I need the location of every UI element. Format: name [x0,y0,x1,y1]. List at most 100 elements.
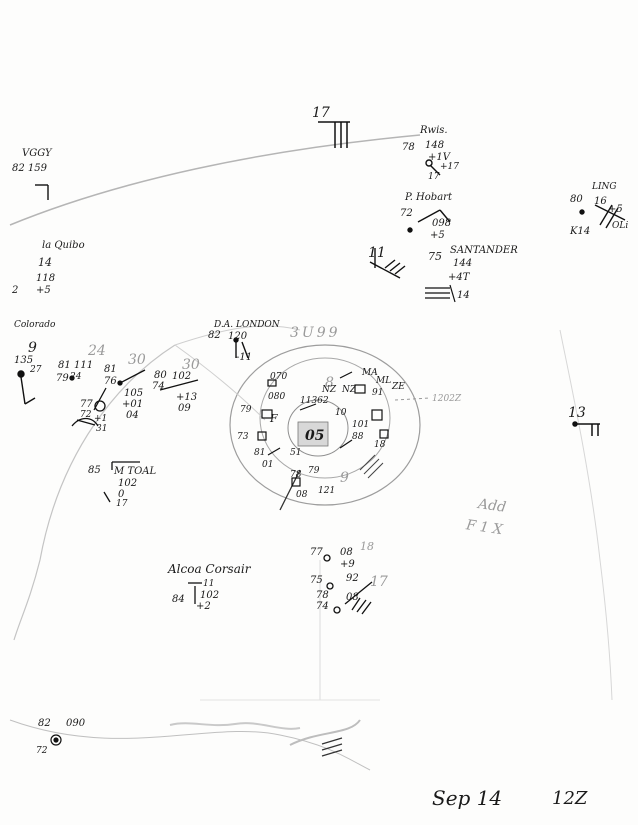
station-colorado-name: Colorado [14,320,56,330]
wind-barb-top [318,121,350,148]
storm-label-2: 080 [268,392,286,402]
west-val-t: 9 [28,340,37,356]
storm-track-west [174,344,266,421]
station-rwis-val1: 148 [425,140,445,151]
station-corsair-name: Alcoa Corsair [168,562,251,576]
storm-label-21: 88 [352,432,364,442]
south-val-b: 08 [340,547,353,558]
south-val-h: 74 [316,601,329,612]
station-bottom-left-symbol [50,734,62,746]
storm-label-6: 79 [240,405,252,415]
station-rwis-val2: +1V [428,152,450,163]
storm-label-0: 070 [270,372,288,382]
coastline-upper [9,134,421,226]
station-hobart-name: P. Hobart [405,192,452,203]
west-val-n: 102 [172,371,192,382]
station-london-val1: 120 [228,331,248,342]
station-mtoal-symbol [103,461,140,503]
coastline-mid [174,325,301,346]
station-rwis-low: 17 [428,172,440,182]
west-val-h: 76 [104,376,117,387]
storm-label-18: MA [362,368,378,378]
station-rwis-symbol [425,159,441,176]
storm-label-3: 11362 [300,396,329,406]
west-val-w: 30 [182,357,200,373]
station-rwis-name: Rwis. [420,125,448,136]
west-val-m: 74 [152,381,165,392]
west-val-a: 135 [14,355,34,366]
west-val-r: 72 [80,410,92,420]
station-santander-name: SANTANDER [450,245,518,256]
bottom-left-val-a: 82 [38,718,51,729]
station-corsair-val2: 102 [200,590,220,601]
station-corsair-val3: +2 [196,601,211,612]
storm-eye-shading [297,421,329,447]
storm-label-5: F [270,412,278,425]
storm-center-value: 05 [305,428,325,444]
station-ling-temp: 80 [570,194,583,205]
west-val-i: 105 [124,388,144,399]
west-val-u: 24 [88,343,106,359]
wind-barb-right [572,421,600,436]
station-santander-val3: 14 [457,290,470,301]
west-val-x: 31 [96,424,108,434]
coastline-bottom [9,719,371,771]
station-colorado-symbol [17,370,36,405]
storm-label-9: 01 [262,460,274,470]
station-hobart-symbol [407,209,451,233]
station-laquibo-name: la Quibo [42,240,85,251]
station-vggy-values: 82 159 [12,163,47,174]
station-santander-temp: 75 [428,250,442,263]
south-val-i: 08 [346,592,359,603]
station-bottom-right-symbol [321,737,343,757]
west-val-e: 111 [74,360,94,371]
south-val-f: 92 [346,573,359,584]
storm-label-10: 51 [290,448,302,458]
storm-label-7: 73 [237,432,249,442]
station-ling-val3: OLi [612,221,629,231]
station-santander-val1: 144 [453,258,473,269]
storm-label-12: 79 [308,466,320,476]
storm-label-13: NZ [342,385,357,395]
south-val-a: 77 [310,547,323,558]
wind-barb-santander [369,248,406,279]
storm-label-17: 9 [340,470,349,486]
wind-label-santander-barb: 11 [368,245,386,261]
west-val-g: 81 [104,364,117,375]
south-val-j: 17 [370,574,388,590]
station-vggy-name: VGGY [22,148,52,159]
south-val-e: 75 [310,575,323,586]
storm-time: 1202Z [432,394,462,404]
station-south-symbols [323,554,373,615]
storm-label: 3U99 [290,325,341,341]
west-val-j: +01 [122,399,144,410]
island-bottom [169,722,301,730]
station-mtoal-temp: 85 [88,465,101,476]
storm-tail-line [279,469,301,511]
station-london-name: D.A. LONDON [214,320,280,330]
map-time: 12Z [552,788,588,809]
station-corsair-symbol [188,582,202,604]
west-val-o: +13 [176,392,198,403]
wind-label-right: 13 [568,405,586,421]
station-ling-val1: 16 [594,196,607,207]
station-laquibo-val4: 2 [12,285,19,296]
storm-label-19: 101 [352,420,370,430]
west-val-k: 04 [126,410,139,421]
south-val-d: +9 [340,559,355,570]
south-val-g: 78 [316,590,329,601]
storm-label-11: 78 [290,470,302,480]
storm-label-1: 8 [325,375,334,391]
storm-outer-ring [229,344,421,506]
storm-label-14: 121 [318,486,336,496]
storm-label-4: NZ [322,385,337,395]
station-laquibo-val2: 118 [36,273,56,284]
west-val-f: 24 [70,372,82,382]
station-hobart-val2: +5 [430,230,445,241]
storm-label-22: 18 [374,440,386,450]
bottom-left-val-b: 090 [66,718,86,729]
station-london-symbol [233,337,249,359]
wind-label-top: 17 [312,105,330,121]
storm-label-20: 91 [372,388,384,398]
